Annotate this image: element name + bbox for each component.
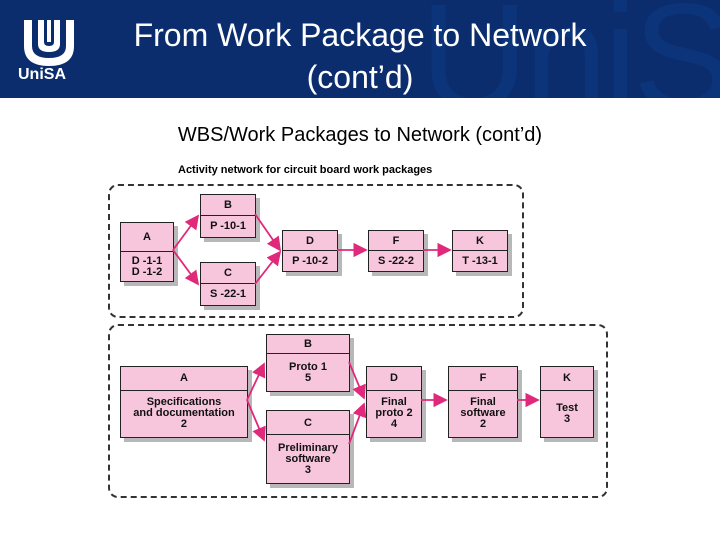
network-caption: Activity network for circuit board work … — [178, 164, 433, 176]
top-node-c: C S -22-1 — [200, 262, 256, 306]
top-node-c-body: S -22-1 — [209, 288, 247, 300]
top-node-f: F S -22-2 — [368, 230, 424, 272]
top-node-a-body: D -1-1 D -1-2 — [131, 254, 163, 278]
header-bar: UniSA UniSA From Work Package to Network… — [0, 0, 720, 98]
top-node-b-id: B — [201, 195, 255, 216]
logo-text: UniSA — [18, 66, 66, 83]
arrow-top-b-d — [254, 213, 282, 252]
arrow-top-a-b — [172, 214, 200, 251]
top-node-d: D P -10-2 — [282, 230, 338, 272]
bottom-node-b-body: Proto 1 5 — [289, 360, 327, 384]
bottom-network-group — [108, 324, 608, 498]
bottom-node-c-body: Preliminary software 3 — [278, 441, 338, 476]
title-line-1: From Work Package to Network — [133, 17, 587, 53]
bottom-node-d-body: Final proto 2 4 — [375, 396, 413, 431]
top-node-d-body: P -10-2 — [292, 254, 328, 267]
watermark-text: UniSA — [420, 0, 720, 98]
bottom-node-c: C Preliminary software 3 — [266, 410, 350, 484]
bottom-node-k: K Test 3 — [540, 366, 594, 438]
arrow-bottom-a-c — [246, 399, 266, 442]
bottom-node-d: D Final proto 2 4 — [366, 366, 422, 438]
bottom-node-b-id: B — [267, 335, 349, 355]
unisa-logo-icon — [24, 20, 74, 66]
top-network-group — [108, 184, 524, 318]
arrow-bottom-b-d — [348, 361, 366, 400]
bottom-node-k-body: Test 3 — [556, 401, 578, 425]
top-node-f-id: F — [369, 231, 423, 251]
bottom-node-b: B Proto 1 5 — [266, 334, 350, 392]
arrow-bottom-c-d — [348, 402, 367, 445]
arrow-top-c-d — [254, 250, 282, 285]
bottom-node-a-body: Specifications and documentation 2 — [133, 396, 235, 431]
bottom-node-f: F Final software 2 — [448, 366, 518, 438]
arrow-bottom-a-b — [246, 362, 266, 401]
bottom-node-d-id: D — [367, 367, 421, 391]
slide-subtitle: WBS/Work Packages to Network (cont’d) — [177, 124, 543, 146]
top-node-d-id: D — [283, 231, 337, 251]
top-node-k: K T -13-1 — [452, 230, 508, 272]
bottom-node-c-id: C — [267, 411, 349, 436]
top-node-a: A D -1-1 D -1-2 — [120, 222, 174, 282]
top-node-b-body: P -10-1 — [210, 220, 246, 232]
bottom-node-k-id: K — [541, 367, 593, 391]
top-node-a-id: A — [121, 223, 173, 252]
bottom-node-f-body: Final software 2 — [460, 396, 506, 431]
title-line-2: (cont’d) — [306, 59, 414, 95]
top-node-b: B P -10-1 — [200, 194, 256, 238]
bottom-node-a-id: A — [121, 367, 247, 391]
arrow-top-a-c — [172, 249, 200, 286]
top-node-f-body: S -22-2 — [377, 254, 415, 267]
bottom-node-f-id: F — [449, 367, 517, 391]
top-node-k-id: K — [453, 231, 507, 251]
slide-title: From Work Package to Network (cont’d) — [100, 14, 620, 98]
top-node-c-id: C — [201, 263, 255, 284]
top-node-k-body: T -13-1 — [462, 254, 498, 267]
